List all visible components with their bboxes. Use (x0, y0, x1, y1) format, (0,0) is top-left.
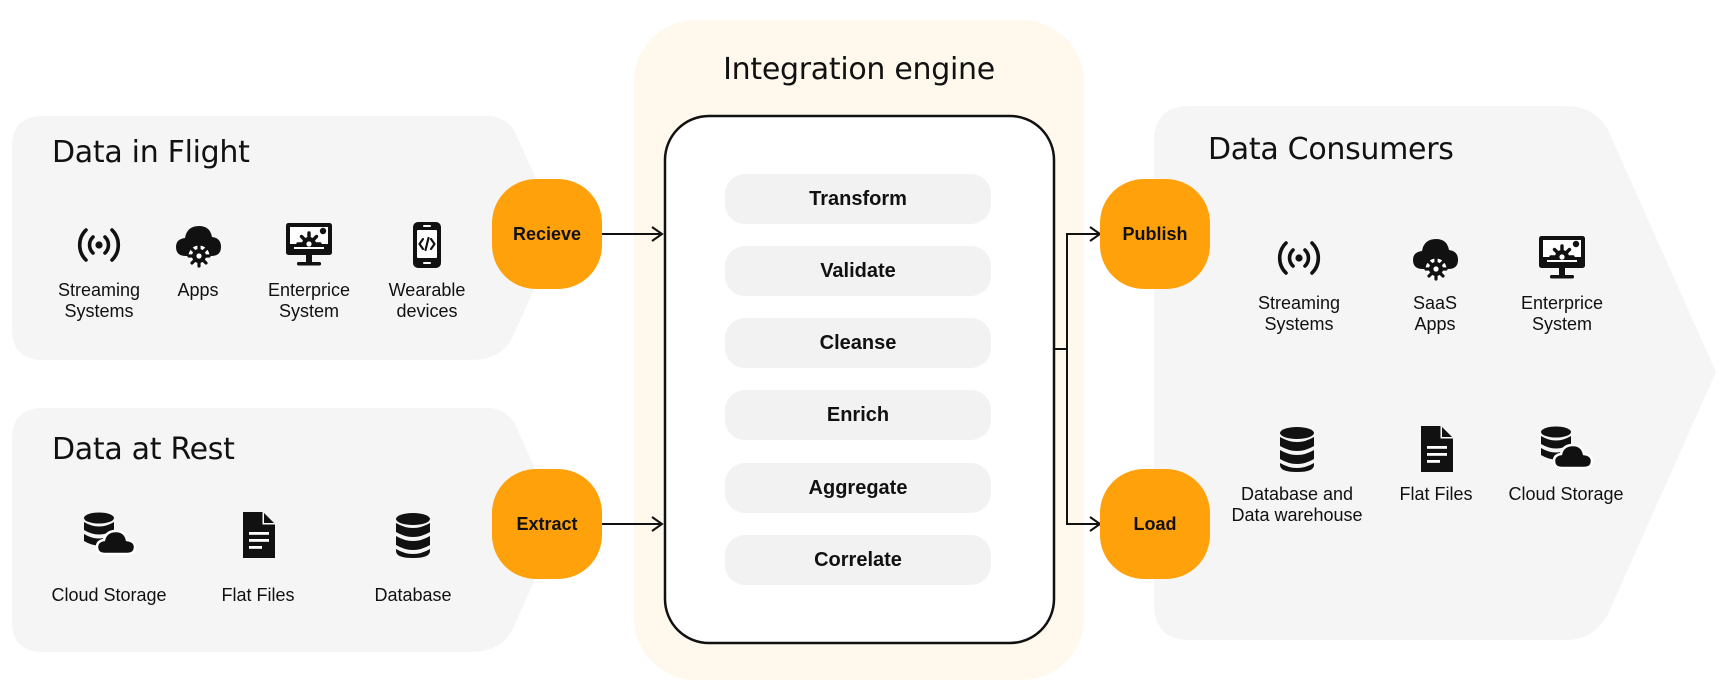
file-icon (1411, 424, 1461, 474)
cloud-gear-icon (173, 220, 223, 270)
in-flight-streaming-systems: Streaming Systems (29, 220, 169, 322)
item-label: Database (374, 585, 452, 605)
data-consumers-panel (1154, 106, 1716, 640)
consumer-saas-apps: SaaS Apps (1365, 233, 1505, 335)
monitor-gear-icon (284, 220, 334, 270)
item-label: SaaS Apps (1412, 293, 1458, 334)
consumer-flat-files: Flat Files (1366, 424, 1506, 505)
broadcast-icon (1274, 233, 1324, 283)
integration-engine-title: Integration engine (723, 52, 995, 87)
file-icon (233, 510, 283, 560)
in-flight-wearable-devices: Wearable devices (357, 220, 497, 322)
extract-node: Extract (492, 469, 602, 579)
in-flight-apps: Apps (128, 220, 268, 301)
load-node: Load (1100, 469, 1210, 579)
data-at-rest-title: Data at Rest (52, 432, 235, 467)
step-cleanse: Cleanse (725, 318, 991, 368)
step-aggregate: Aggregate (725, 463, 991, 513)
item-label: Wearable devices (388, 280, 466, 321)
database-icon (1272, 424, 1322, 474)
receive-node: Recieve (492, 179, 602, 289)
in-flight-enterprise-system: Enterprice System (239, 220, 379, 322)
item-label: Database and Data warehouse (1231, 484, 1363, 525)
monitor-gear-icon (1537, 233, 1587, 283)
data-consumers-title: Data Consumers (1208, 132, 1454, 167)
receive-arrowhead (651, 226, 664, 242)
consumer-database-warehouse: Database and Data warehouse (1227, 424, 1367, 526)
at-rest-cloud-storage: Cloud Storage (39, 510, 179, 606)
publish-node: Publish (1100, 179, 1210, 289)
item-label: Flat Files (1399, 484, 1473, 504)
at-rest-flat-files: Flat Files (188, 510, 328, 606)
broadcast-icon (74, 220, 124, 270)
consumer-cloud-storage: Cloud Storage (1496, 424, 1636, 505)
database-icon (388, 510, 438, 560)
item-label: Flat Files (221, 585, 295, 605)
data-in-flight-title: Data in Flight (52, 135, 250, 170)
item-label: Streaming Systems (1257, 293, 1341, 334)
step-validate: Validate (725, 246, 991, 296)
smartphone-code-icon (402, 220, 452, 270)
at-rest-database: Database (343, 510, 483, 606)
consumer-enterprise-system: Enterprice System (1492, 233, 1632, 335)
step-enrich: Enrich (725, 390, 991, 440)
data-at-rest-panel (12, 408, 560, 652)
item-label: Cloud Storage (51, 585, 167, 605)
step-correlate: Correlate (725, 535, 991, 585)
extract-arrowhead (651, 516, 664, 532)
item-label: Streaming Systems (57, 280, 141, 321)
database-cloud-icon (1536, 424, 1596, 474)
cloud-gear-icon (1410, 233, 1460, 283)
item-label: Enterprice System (1520, 293, 1604, 334)
consumer-streaming-systems: Streaming Systems (1229, 233, 1369, 335)
step-transform: Transform (725, 174, 991, 224)
output-branch (1066, 233, 1098, 525)
item-label: Cloud Storage (1508, 484, 1624, 504)
database-cloud-icon (79, 510, 139, 560)
item-label: Enterprice System (267, 280, 351, 321)
item-label: Apps (177, 280, 219, 300)
